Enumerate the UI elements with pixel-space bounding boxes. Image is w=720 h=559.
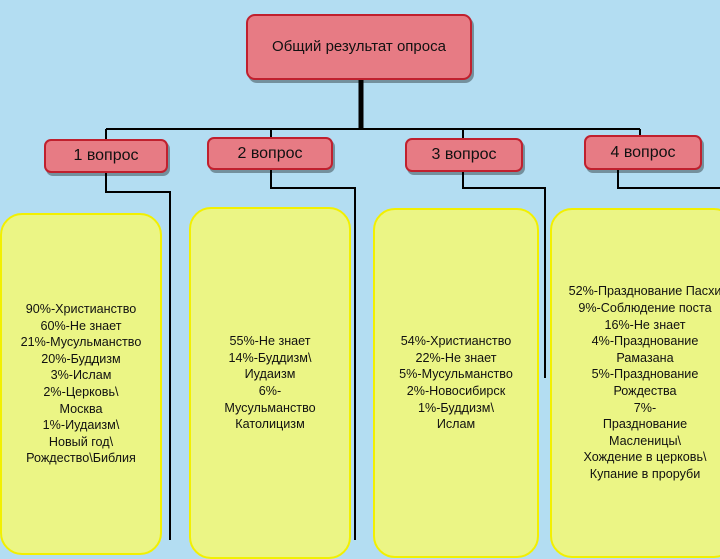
elbow-line-q4 xyxy=(617,170,720,189)
answer-text-3: 54%-Христианство 22%-Не знает 5%-Мусульм… xyxy=(399,334,513,432)
answer-text-2: 55%-Не знает 14%-Буддизм\ Иудаизм 6%- Му… xyxy=(224,334,316,432)
answer-box-1: 90%-Христианство 60%-Не знает 21%-Мусуль… xyxy=(0,213,162,555)
question-label-3: 3 вопрос xyxy=(431,146,497,163)
connector-lines xyxy=(105,70,720,540)
root-node: Общий результат опроса xyxy=(246,14,472,80)
elbow-line-q2 xyxy=(270,170,356,540)
question-label-4: 4 вопрос xyxy=(610,143,676,161)
question-label-1: 1 вопрос xyxy=(73,147,139,164)
answer-box-2: 55%-Не знает 14%-Буддизм\ Иудаизм 6%- Му… xyxy=(189,207,351,559)
answer-box-4: 52%-Празднование Пасхи 9%-Соблюдение пос… xyxy=(550,208,720,558)
root-title: Общий результат опроса xyxy=(272,37,446,55)
question-node-2: 2 вопрос xyxy=(207,137,333,170)
question-node-4: 4 вопрос xyxy=(584,135,702,170)
elbow-line-q3 xyxy=(462,172,546,378)
elbow-line-q1 xyxy=(105,173,171,540)
question-node-3: 3 вопрос xyxy=(405,138,523,172)
answer-text-1: 90%-Христианство 60%-Не знает 21%-Мусуль… xyxy=(20,302,142,466)
question-label-2: 2 вопрос xyxy=(237,144,303,162)
answer-box-3: 54%-Христианство 22%-Не знает 5%-Мусульм… xyxy=(373,208,539,558)
answer-text-4: 52%-Празднование Пасхи 9%-Соблюдение пос… xyxy=(568,284,720,481)
question-node-1: 1 вопрос xyxy=(44,139,168,173)
